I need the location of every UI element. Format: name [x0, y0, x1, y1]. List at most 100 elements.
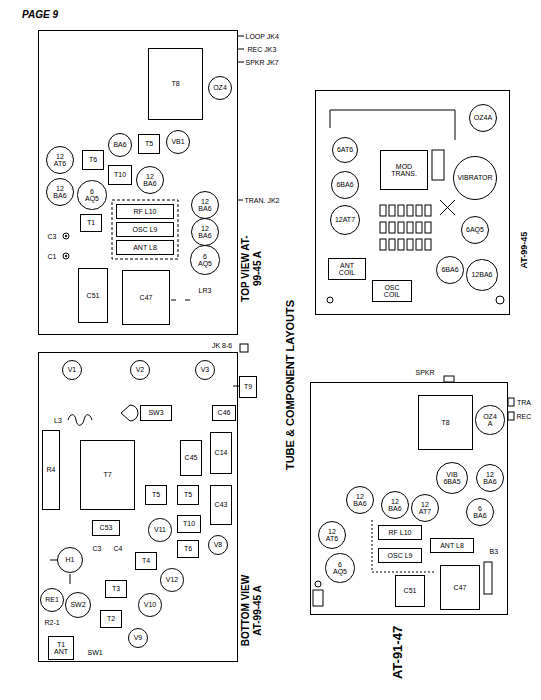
tube-socket: 12 AT6	[318, 521, 346, 549]
jack-tab	[508, 398, 514, 406]
tube-socket: 12 BA6	[46, 178, 75, 207]
component-box: C43	[210, 485, 233, 525]
part-label: SPKR JK7	[246, 59, 279, 66]
part-label: C47	[140, 294, 153, 301]
tube-socket: V9	[128, 628, 148, 648]
part-label: B3	[490, 548, 499, 555]
tube-socket: V2	[130, 360, 150, 380]
tube-socket: RE1	[40, 588, 65, 613]
terminal-lug	[389, 239, 395, 250]
component-box: ANT L8	[116, 240, 174, 255]
part-label: V2	[136, 366, 145, 373]
terminal-lug	[398, 239, 404, 250]
component-box: C47	[122, 270, 170, 325]
component-box: T5	[177, 485, 199, 505]
part-label: R4	[47, 466, 56, 473]
wire	[330, 110, 455, 140]
terminal-strip	[380, 205, 431, 250]
part-label: BA6	[113, 141, 126, 148]
tube-socket: 6AQ5	[461, 216, 489, 244]
part-label: 12 BA6	[198, 198, 211, 213]
part-label: 6BA6	[336, 181, 353, 188]
part-label: OSC COIL	[384, 284, 400, 299]
tube-socket: 12 BA6	[381, 491, 410, 520]
component-box: T8	[148, 48, 203, 120]
coil-group-outline	[112, 200, 178, 259]
part-label: V8	[214, 541, 223, 548]
part-label: ANT L8	[133, 244, 157, 251]
component-box: T10	[108, 165, 132, 185]
terminal-lug	[398, 205, 404, 216]
jack-tab	[240, 344, 248, 352]
jack-tab	[508, 412, 514, 420]
part-label: T1	[57, 641, 65, 648]
wire	[440, 200, 455, 215]
terminal-lug	[380, 222, 386, 233]
part-label: R2-1	[45, 619, 60, 626]
tube-socket: 12 AT7	[411, 494, 439, 522]
terminal-lug	[425, 239, 431, 250]
tube-socket: 12 BA6	[191, 218, 220, 247]
page-number: PAGE 9	[22, 9, 58, 20]
tube-socket: VB1	[166, 130, 190, 154]
part-label: 6 AQ5	[85, 188, 99, 203]
tube-socket: V1	[62, 360, 82, 380]
part-label: TRA	[517, 399, 531, 406]
terminal-lug	[389, 205, 395, 216]
component-box: RF L10	[378, 525, 422, 540]
part-label: C3	[93, 545, 102, 552]
jack-leader	[238, 36, 244, 200]
part-label: V12	[166, 576, 178, 583]
component-outline	[432, 150, 444, 180]
part-label: 6AT6	[337, 146, 353, 153]
resistor-symbol	[484, 562, 492, 594]
terminal-lug	[398, 222, 404, 233]
board-title: BOTTOM VIEW AT-99-45 A	[240, 570, 263, 650]
component-box: ANT COIL	[328, 258, 366, 280]
part-label: C51	[404, 587, 417, 594]
part-label: OSC L9	[388, 552, 413, 559]
layout-board: BOTTOM VIEW AT-99-45 AV1V2V3T9SW3C46R4T7…	[38, 352, 238, 662]
part-label: 12BA6	[471, 271, 492, 278]
tube-socket: 12 BA6	[346, 486, 375, 515]
part-label: T3	[112, 585, 120, 592]
part-label: C4	[114, 545, 123, 552]
part-label: ANT L8	[440, 542, 464, 549]
part-label: 12 BA6	[353, 493, 366, 508]
part-label: V1	[68, 366, 77, 373]
component-box: T10	[177, 515, 201, 533]
part-label: 6 AQ5	[198, 253, 212, 268]
capacitor-symbol	[63, 233, 69, 239]
component-box: T5	[145, 485, 167, 505]
part-label: SW1	[88, 649, 103, 656]
part-label: 12 BA6	[388, 498, 401, 513]
tube-socket: 12 AT6	[46, 146, 74, 174]
layout-board: AT-99-45OZ4AVIBRATORMOD TRANS.6AT66BA612…	[315, 90, 510, 315]
part-label: 12 BA6	[53, 185, 66, 200]
tube-socket: SW2	[65, 592, 91, 618]
component-box: T5	[138, 134, 160, 154]
component-box: T9	[239, 376, 257, 398]
part-label: T1	[87, 219, 95, 226]
tube-socket: BA6	[108, 133, 132, 157]
part-label: T10	[183, 520, 195, 527]
part-label: T6	[184, 545, 192, 552]
component-box: C47	[440, 565, 480, 610]
part-label: OZ4	[213, 84, 227, 91]
component-box: T4	[135, 552, 157, 570]
component-box: OSC L9	[378, 548, 422, 563]
component-box: ANT L8	[430, 538, 474, 553]
resistor-leads	[171, 300, 190, 301]
component-box: T3	[105, 580, 127, 598]
component-box: T2	[100, 610, 122, 628]
terminal-lug	[425, 222, 431, 233]
part-label: 12 AT6	[326, 528, 338, 543]
part-label: T2	[107, 615, 115, 622]
part-label: T5	[145, 140, 153, 147]
part-label: C14	[215, 449, 228, 456]
tube-socket: V3	[195, 360, 215, 380]
tube-socket: H1	[57, 547, 83, 573]
tube-socket: OZ4 A	[475, 405, 504, 434]
terminal-lug	[416, 205, 422, 216]
part-label: SW2	[70, 601, 85, 608]
